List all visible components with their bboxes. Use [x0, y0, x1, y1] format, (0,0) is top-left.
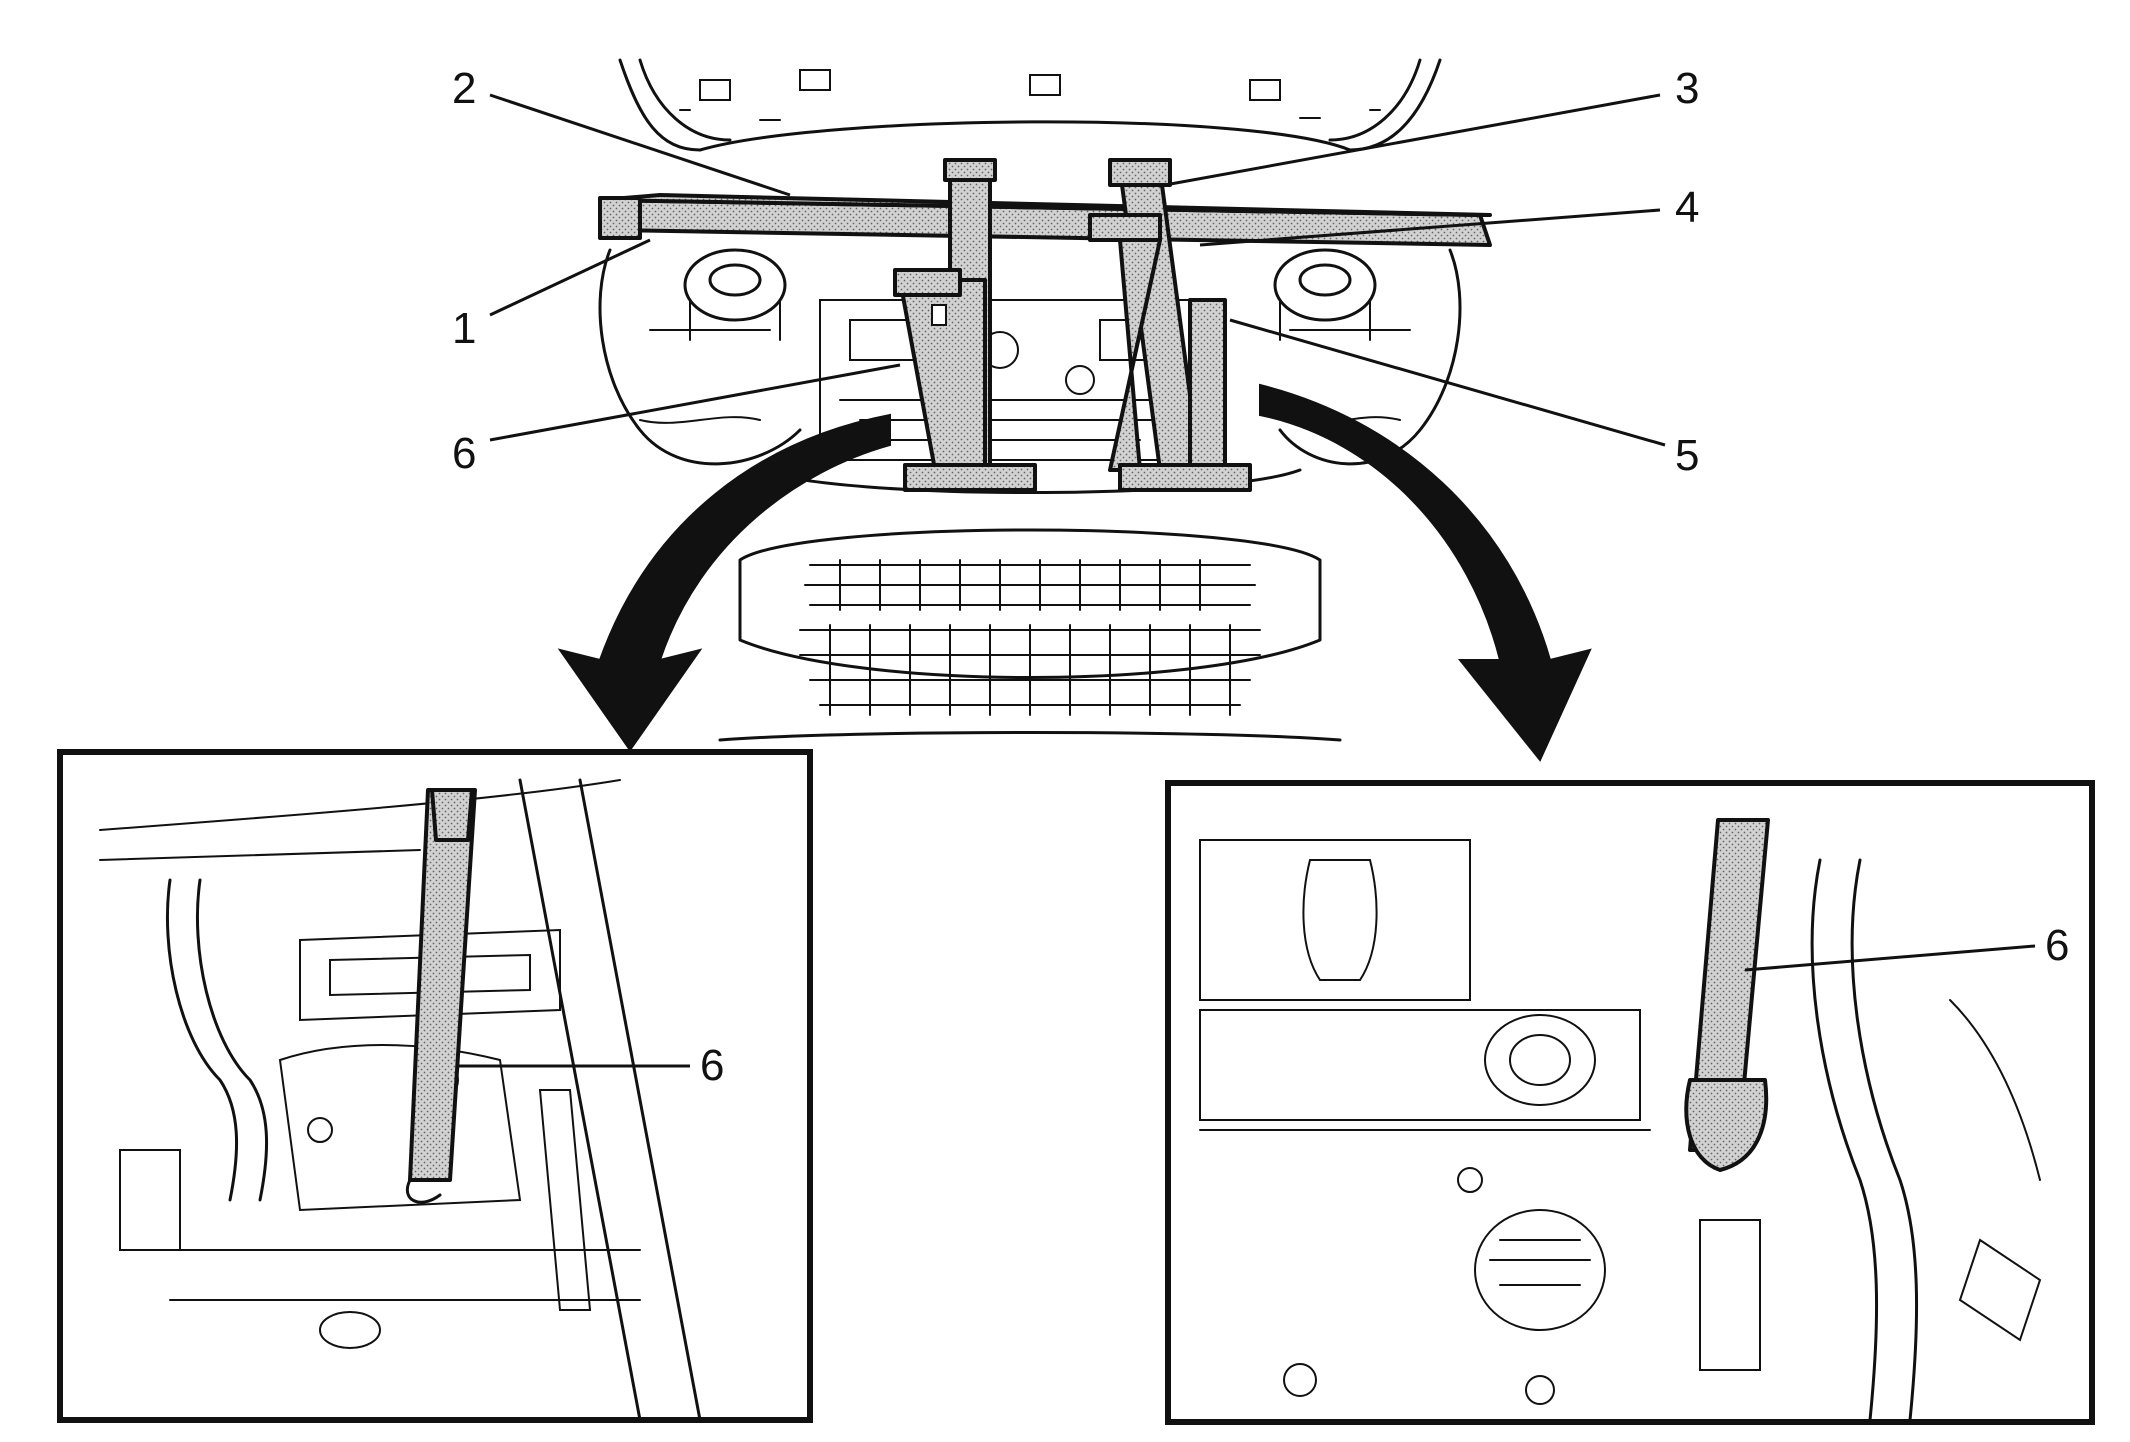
right-inset-engine-detail [1199, 839, 2042, 1422]
vehicle-engine-bay-overview [557, 58, 1592, 762]
callout-6-main: 6 [452, 429, 476, 478]
right-detail-arrow [1259, 383, 1592, 762]
callout-2: 2 [452, 64, 476, 113]
upper-grille-mesh [804, 559, 1256, 611]
callout-6-left-inset: 6 [700, 1041, 724, 1090]
main-callouts: 2 3 4 1 5 6 [452, 64, 1699, 480]
callout-1: 1 [452, 304, 476, 353]
left-detail-inset: 6 [57, 749, 813, 1423]
left-strut-tower [598, 248, 802, 466]
support-crossbar [598, 193, 1492, 247]
right-detail-inset: 6 [1165, 780, 2095, 1425]
right-inset-tool-rod [1684, 818, 1770, 1172]
left-support-leg [893, 158, 1037, 492]
open-hood-outline [618, 58, 1442, 152]
callout-6-right-inset: 6 [2045, 921, 2069, 970]
callout-4: 4 [1675, 183, 1699, 232]
callout-5: 5 [1675, 431, 1699, 480]
right-support-leg [1088, 158, 1252, 492]
lower-grille-mesh [799, 624, 1261, 716]
left-inset-engine-detail [99, 778, 702, 1422]
left-inset-tool-rod [405, 788, 477, 1204]
callout-3: 3 [1675, 64, 1699, 113]
front-bumper-grille [718, 468, 1342, 742]
left-detail-arrow [557, 413, 891, 752]
